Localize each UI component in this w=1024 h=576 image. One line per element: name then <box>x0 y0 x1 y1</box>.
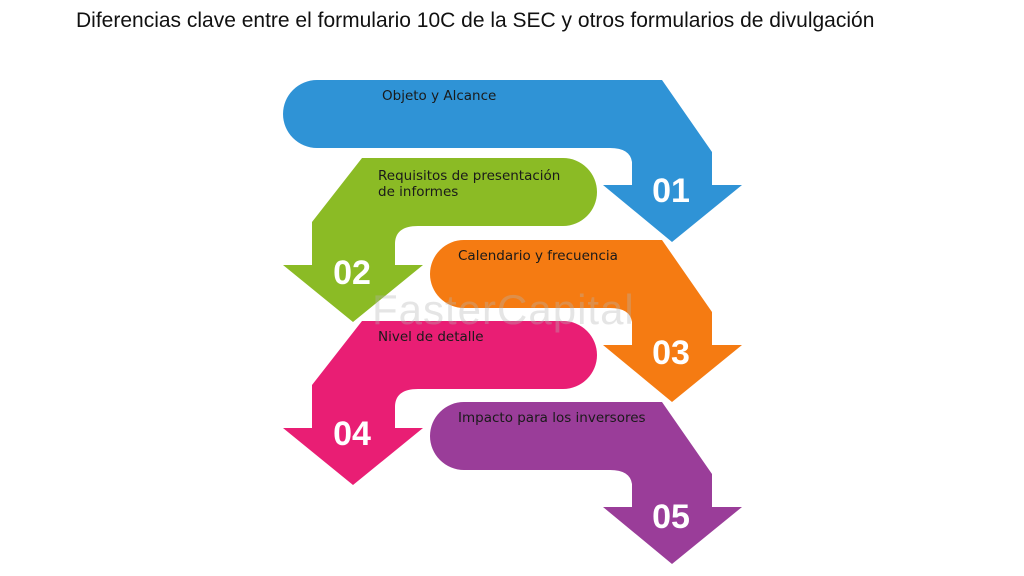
step-2-arrow <box>283 158 597 322</box>
step-3-label: Calendario y frecuencia <box>458 248 618 264</box>
step-2-label: Requisitos de presentación de informes <box>378 168 561 200</box>
step-4-arrow <box>283 321 597 485</box>
page-title: Diferencias clave entre el formulario 10… <box>76 9 875 32</box>
step-3-arrow <box>430 240 742 402</box>
watermark: FasterCapital <box>372 286 635 333</box>
step-2-number: 02 <box>333 254 371 292</box>
step-5-label: Impacto para los inversores <box>458 410 646 426</box>
step-3-number: 03 <box>652 334 690 372</box>
step-4-number: 04 <box>333 415 371 453</box>
step-1-number: 01 <box>652 172 690 210</box>
step-5-number: 05 <box>652 498 690 536</box>
step-4-label: Nivel de detalle <box>378 329 484 345</box>
step-1-label: Objeto y Alcance <box>382 88 497 104</box>
step-5-arrow <box>430 402 742 564</box>
step-1-arrow <box>283 80 742 242</box>
